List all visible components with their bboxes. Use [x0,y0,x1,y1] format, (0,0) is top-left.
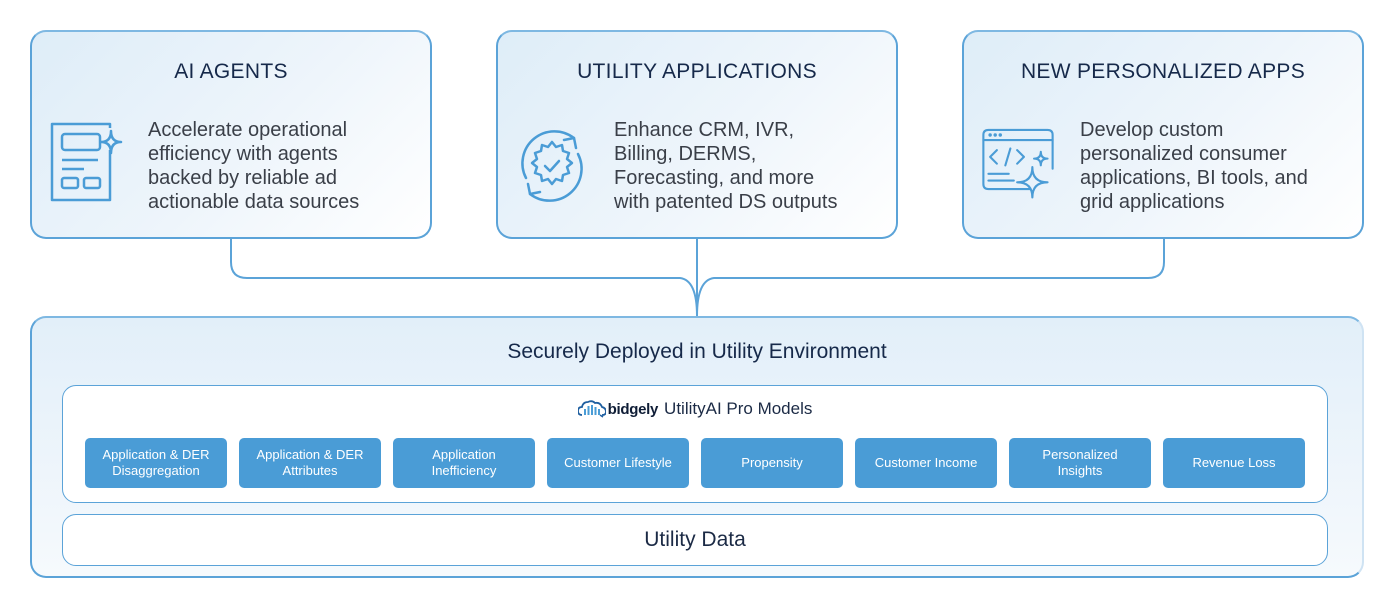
model-chip-customer-lifestyle[interactable]: Customer Lifestyle [547,438,689,488]
description-line: actionable data sources [148,191,360,213]
brand-name: bidgely [607,400,659,418]
cloud-bars-logo-icon [577,400,606,418]
document-sparkle-icon [50,122,123,202]
chip-label: Application & DER [256,447,364,462]
description-line: grid applications [1080,191,1225,213]
model-chip-revenue-loss[interactable]: Revenue Loss [1163,438,1305,488]
utilityai-pro-models-panel: bidgely UtilityAI Pro Models Application… [62,385,1328,503]
chip-label: Propensity [741,455,803,470]
model-chip-customer-income[interactable]: Customer Income [855,438,997,488]
chip-label: Customer Income [874,455,978,470]
description-line: Forecasting, and more [614,167,815,189]
description-line: Develop custom [1080,119,1224,141]
chip-label: Customer Lifestyle [564,455,672,470]
description-line: efficiency with agents [148,143,338,165]
models-header: bidgely UtilityAI Pro Models [63,399,1327,419]
description-line: backed by reliable ad [148,167,338,189]
chip-label: Attributes [282,463,338,478]
new-personalized-apps-card: NEW PERSONALIZED APPS Develop custom per… [962,30,1364,239]
chip-label: Application & DER [102,447,210,462]
models-title: UtilityAI Pro Models [664,399,813,418]
utility-data-layer: Utility Data [62,514,1328,566]
description-line: Accelerate operational [148,119,348,141]
chip-label: Revenue Loss [1192,455,1276,470]
description-line: applications, BI tools, and [1080,167,1308,189]
card-description: Accelerate operational efficiency with a… [148,118,420,214]
description-line: with patented DS outputs [614,191,838,213]
chip-label: Personalized [1042,447,1118,462]
environment-title: Securely Deployed in Utility Environment [507,340,887,363]
utility-data-label: Utility Data [644,528,746,551]
chip-label: Insights [1057,463,1103,478]
bidgely-logo: bidgely [577,400,659,418]
connector-left [230,239,698,317]
description-line: Enhance CRM, IVR, [614,119,795,141]
model-chip-propensity[interactable]: Propensity [701,438,843,488]
ai-agents-card: AI AGENTS Accelerate operational efficie… [30,30,432,239]
connector-right [696,239,1165,317]
description-line: Billing, DERMS, [614,143,757,165]
chip-label: Disaggregation [112,463,200,478]
chip-label: Inefficiency [431,463,497,478]
gear-check-refresh-icon [521,130,583,202]
chip-label: Application [432,447,496,462]
utility-environment-panel: Securely Deployed in Utility Environment… [30,316,1364,578]
card-title: AI AGENTS [174,60,288,83]
utility-applications-card: UTILITY APPLICATIONS Enhance CRM, IVR, B… [496,30,898,239]
description-line: personalized consumer [1080,143,1287,165]
code-window-sparkle-icon [982,128,1054,199]
card-title: NEW PERSONALIZED APPS [1020,60,1306,83]
card-description: Enhance CRM, IVR, Billing, DERMS, Foreca… [614,118,886,214]
card-title: UTILITY APPLICATIONS [577,60,817,83]
card-description: Develop custom personalized consumer app… [1080,118,1352,214]
